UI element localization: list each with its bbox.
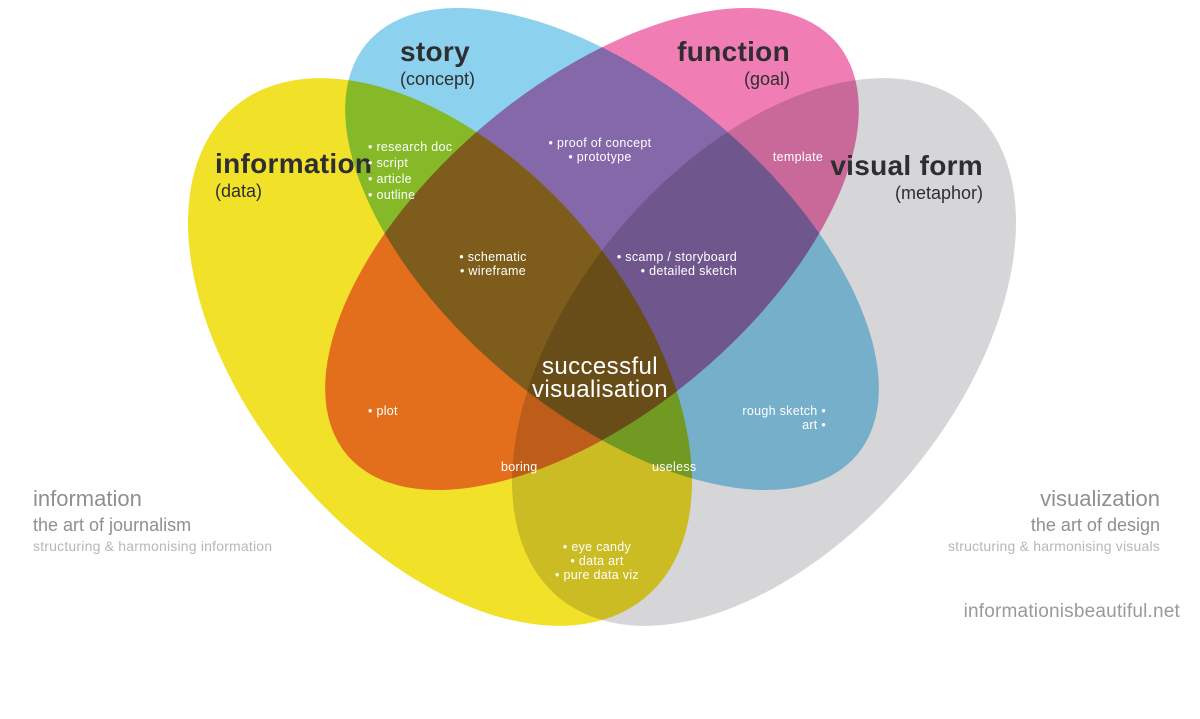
label-function-sub: (goal) (743, 68, 790, 89)
footer-left-description: structuring & harmonising information (33, 538, 273, 554)
center-title-line2: visualisation (532, 376, 668, 403)
label-information: information (data) (215, 148, 373, 201)
footer-right-title: visualization (1040, 486, 1160, 511)
region-story-function-visualform: • scamp / storyboard • detailed sketch (616, 250, 737, 278)
label-visual-form-sub: (metaphor) (894, 182, 983, 203)
region-information-story-function: • schematic • wireframe (459, 250, 527, 278)
label-story-title: story (400, 36, 470, 67)
footer-right-description: structuring & harmonising visuals (947, 538, 1160, 554)
label-information-title: information (215, 148, 373, 179)
footer-left-title: information (33, 486, 142, 511)
label-story: story (concept) (400, 36, 476, 89)
center-title-line1: successful (541, 353, 659, 380)
label-visual-form: visual form (metaphor) (830, 150, 983, 203)
label-visual-form-title: visual form (830, 150, 983, 181)
footer-right: visualization the art of design structur… (947, 486, 1160, 554)
venn-infographic: { "sets": { "information": {"label": "in… (33, 0, 1180, 719)
footer-left-subtitle: the art of journalism (33, 515, 192, 535)
label-story-sub: (concept) (400, 68, 476, 89)
region-story-function: • proof of concept • prototype (548, 136, 652, 164)
region-story-visualform: rough sketch • art • (742, 404, 826, 432)
footer-right-subtitle: the art of design (1030, 515, 1160, 535)
footer-left: information the art of journalism struct… (33, 486, 273, 554)
label-information-sub: (data) (215, 180, 263, 201)
region-information-function: • plot (368, 404, 398, 418)
site-credit: informationisbeautiful.net (963, 601, 1180, 622)
region-information-story: • research doc • script • article • outl… (368, 140, 453, 202)
label-function: function (goal) (677, 36, 790, 89)
label-function-title: function (677, 36, 790, 67)
region-information-story-visualform: useless (652, 460, 697, 474)
region-information-visualform: • eye candy • data art • pure data viz (555, 540, 639, 582)
region-information-function-visualform: boring (501, 460, 538, 474)
center-title: successful visualisation (460, 353, 740, 403)
region-function-visualform: template (772, 150, 824, 164)
